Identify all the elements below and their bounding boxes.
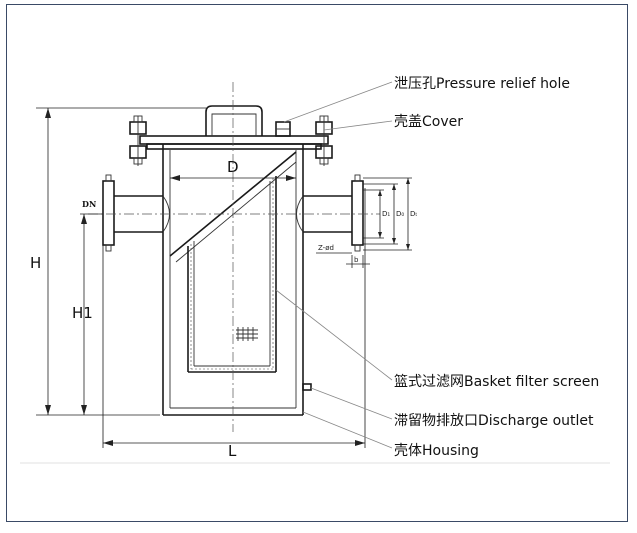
- dim-b-label: b: [354, 256, 359, 264]
- dim-D: [170, 175, 296, 181]
- dim-H1-label: H1: [72, 304, 93, 322]
- basket-filter: [169, 151, 297, 373]
- cover-flange: [129, 105, 333, 166]
- inlet-pipe: [102, 174, 170, 252]
- label-basket-filter-screen: 篮式过滤网Basket filter screen: [394, 374, 599, 390]
- label-housing: 壳体Housing: [394, 442, 479, 459]
- dim-zd-label: Z-ød: [318, 244, 334, 252]
- leader-cover: [323, 120, 393, 131]
- leader-basket: [275, 289, 393, 381]
- dim-H1: [80, 213, 103, 415]
- dim-DN-label: DN: [82, 199, 96, 209]
- dim-D1-label: D₁: [382, 210, 390, 218]
- label-discharge-outlet: 滞留物排放口Discharge outlet: [394, 413, 594, 429]
- leader-housing: [302, 411, 393, 449]
- dim-D0-label: D₀: [396, 210, 404, 218]
- dim-L-label: L: [228, 442, 237, 460]
- dim-D-label: D: [227, 158, 239, 176]
- label-cover: 壳盖Cover: [394, 113, 463, 130]
- leader-pressure-relief: [283, 81, 393, 123]
- housing-body: [102, 144, 366, 448]
- dim-L: [103, 440, 365, 446]
- diagram-frame: [6, 4, 628, 522]
- dim-H-label: H: [30, 254, 41, 272]
- mesh-symbol: [236, 327, 258, 341]
- dim-H: [36, 107, 206, 416]
- leader-discharge: [310, 387, 393, 420]
- label-pressure-relief-hole: 泄压孔Pressure relief hole: [394, 76, 570, 92]
- dim-Dt-label: Dₜ: [410, 210, 417, 218]
- flange-dims: [363, 177, 412, 251]
- discharge-outlet-nozzle: [302, 383, 312, 391]
- outlet-pipe: [296, 174, 364, 252]
